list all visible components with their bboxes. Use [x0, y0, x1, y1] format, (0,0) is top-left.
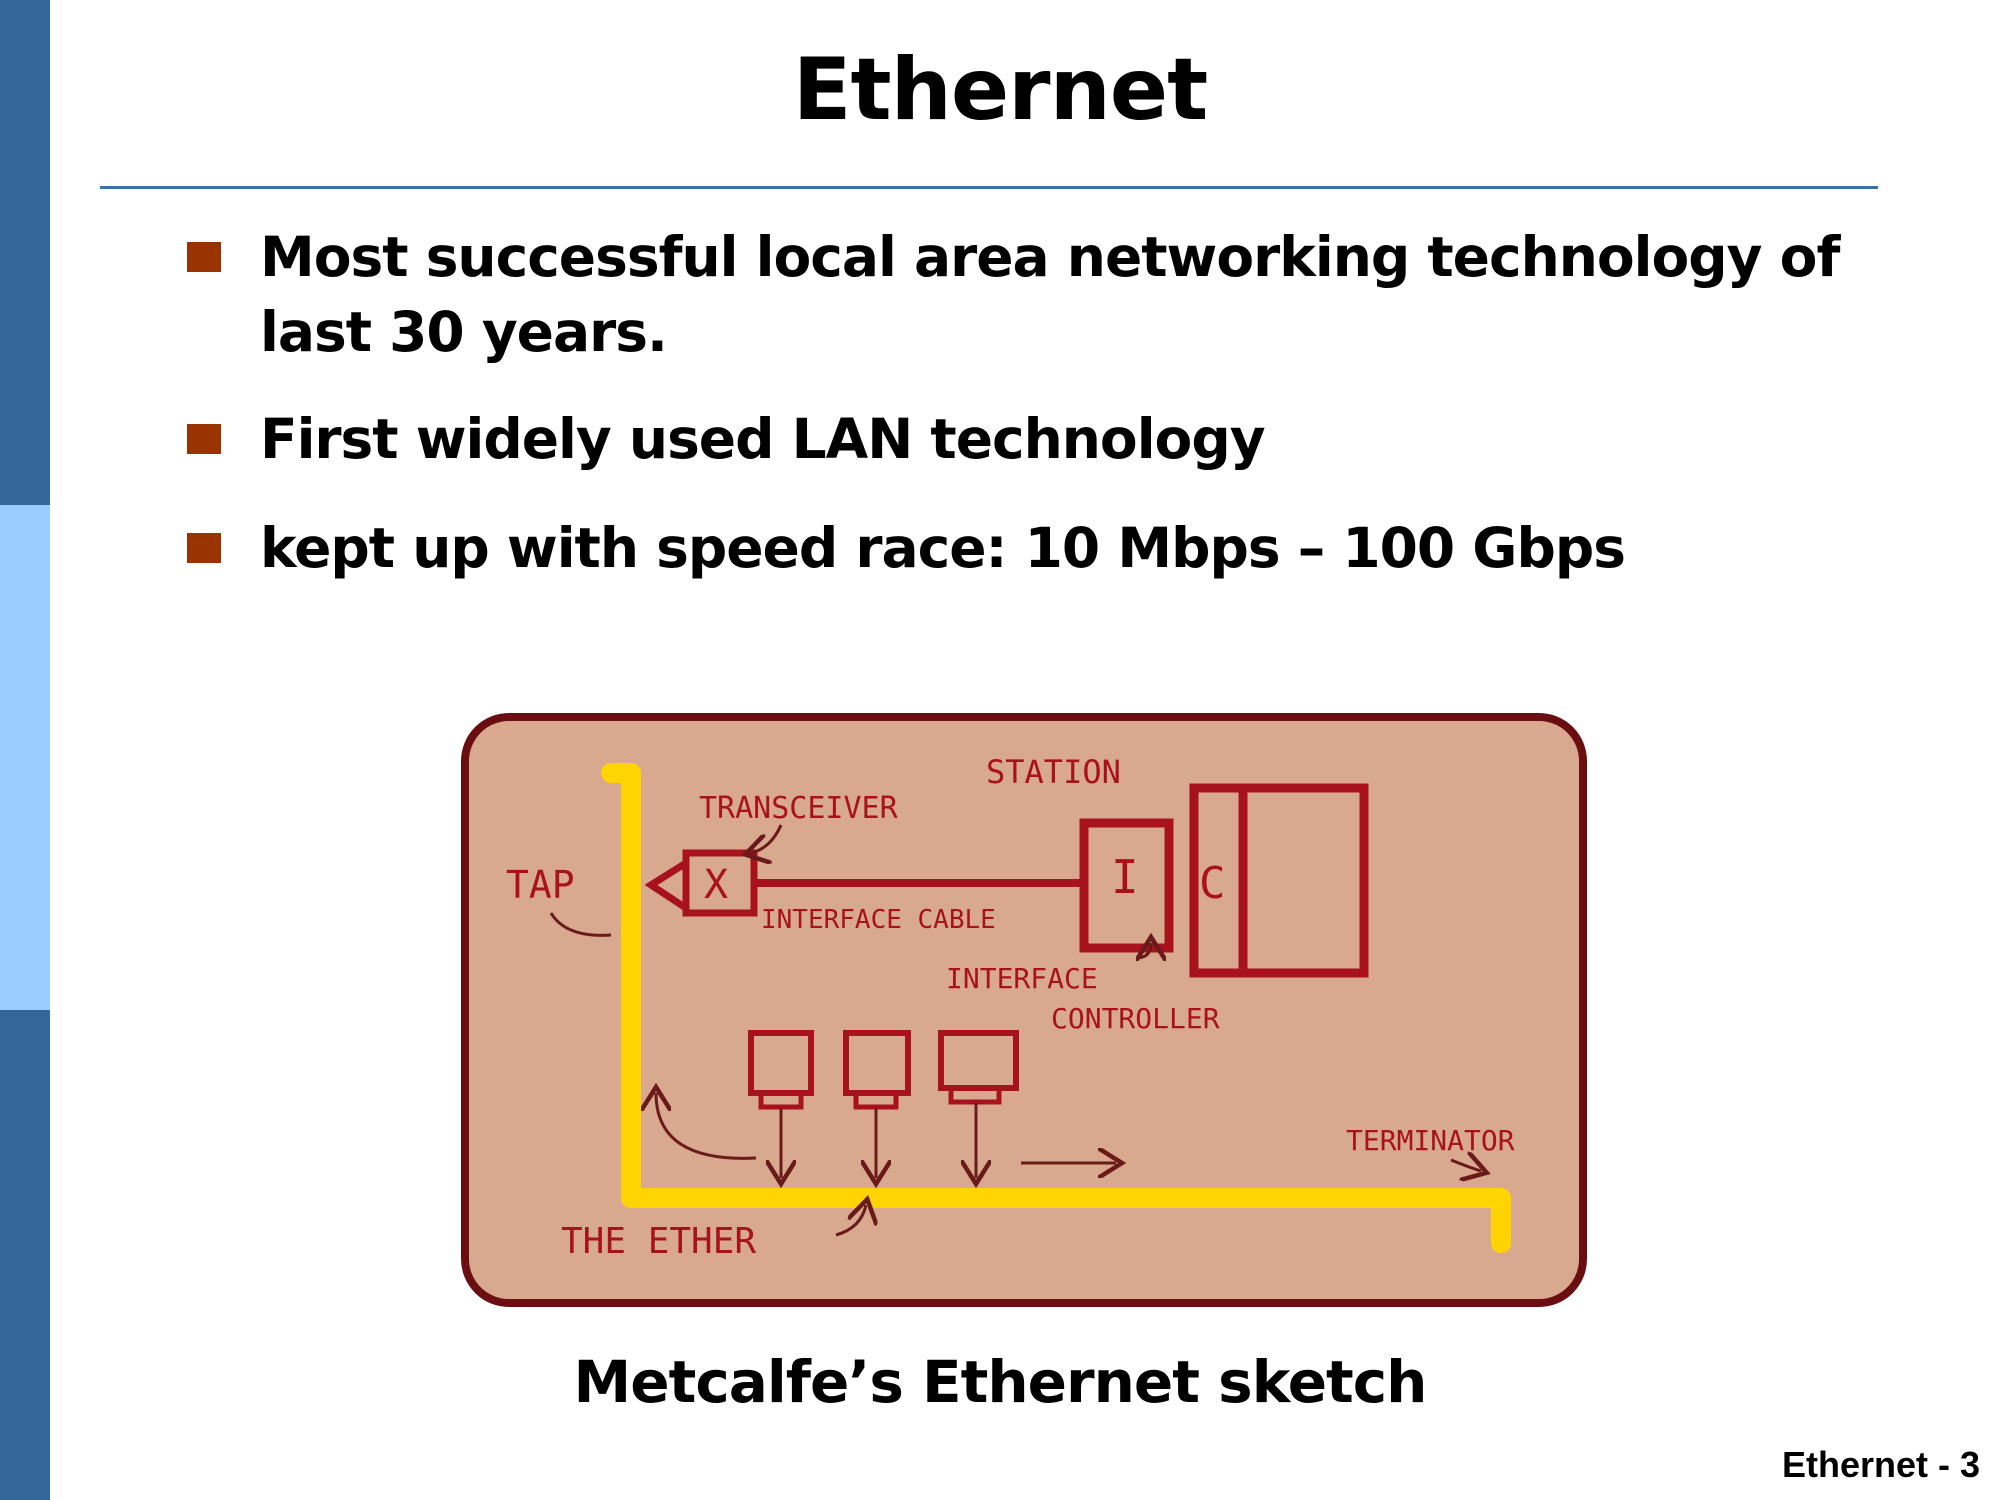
metcalfe-ethernet-sketch: STATION TRANSCEIVER TAP X INTERFACE CABL… — [461, 713, 1587, 1307]
tap-pointer — [549, 912, 612, 937]
transceiver-pointer — [751, 824, 783, 853]
bullet-item: Most successful local area networking te… — [185, 220, 1905, 370]
controller-pointer — [1135, 943, 1151, 958]
slide-footer: Ethernet - 3 — [1781, 1444, 1980, 1485]
square-bullet-icon — [187, 533, 221, 563]
interface-controller-label-line2: CONTROLLER — [1051, 1002, 1220, 1035]
tap-label: TAP — [506, 863, 575, 907]
square-bullet-icon — [187, 424, 221, 454]
sketch-caption: Metcalfe’s Ethernet sketch — [573, 1348, 1428, 1416]
bullet-text: kept up with speed race: 10 Mbps – 100 G… — [260, 516, 1626, 580]
controller-c-mark: C — [1199, 858, 1226, 909]
station-terminal-3-base — [948, 1085, 1002, 1105]
terminator-label: TERMINATOR — [1346, 1124, 1515, 1157]
sidebar-top-block — [0, 0, 50, 505]
square-bullet-icon — [187, 242, 221, 272]
interface-i-mark: I — [1111, 850, 1139, 904]
sidebar-middle-block — [0, 505, 50, 1010]
transceiver-label: TRANSCEIVER — [699, 791, 899, 826]
station-label: STATION — [986, 753, 1121, 791]
transceiver-x-mark: X — [704, 862, 728, 908]
bullet-text: Most successful local area networking te… — [260, 225, 1840, 364]
interface-cable-label: INTERFACE CABLE — [761, 905, 996, 935]
sidebar-bottom-block — [0, 1010, 50, 1500]
tap-connector — [644, 856, 690, 915]
ether-cable — [601, 763, 1511, 1253]
bullet-list: Most successful local area networking te… — [185, 220, 1905, 586]
title-divider — [100, 186, 1878, 189]
station-outer-box — [1189, 783, 1369, 978]
the-ether-label: THE ETHER — [561, 1221, 756, 1262]
left-sidebar — [0, 0, 50, 1500]
station-terminal-2-base — [853, 1090, 899, 1110]
propagation-arrow-left — [656, 1093, 757, 1160]
bullet-item: First widely used LAN technology — [185, 402, 1905, 477]
bullet-text: First widely used LAN technology — [260, 407, 1266, 471]
ether-pointer — [835, 1205, 866, 1237]
slide-title: Ethernet — [792, 40, 1208, 140]
interface-controller-label-line1: INTERFACE — [946, 962, 1098, 995]
bullet-item: kept up with speed race: 10 Mbps – 100 G… — [185, 511, 1905, 586]
terminator-pointer — [1450, 1160, 1481, 1171]
station-terminal-1-base — [758, 1090, 804, 1110]
